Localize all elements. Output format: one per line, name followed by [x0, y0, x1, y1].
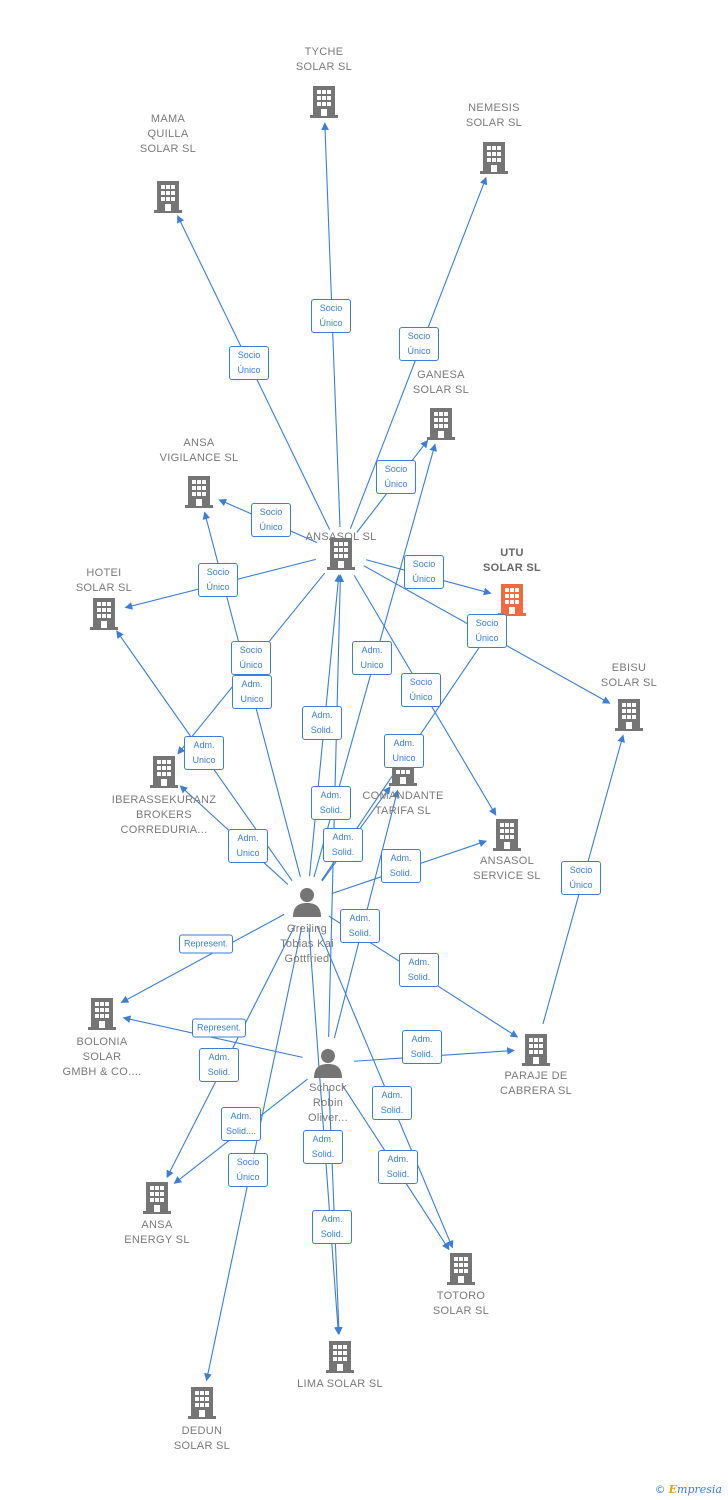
edge-label-ansasol-to-ansaserv: Socio Único	[401, 673, 441, 707]
edge-label-ansasol-to-utu: Socio Único	[404, 555, 444, 589]
edge-label-schock-to-ansaenergy: Adm. Solid....	[220, 1107, 262, 1141]
greiling-person-icon[interactable]	[293, 888, 321, 917]
node-label-nemesis[interactable]: NEMESIS SOLAR SL	[465, 102, 523, 129]
edge-label-greiling-to-ansaenergy: Adm. Solid.	[199, 1048, 239, 1082]
edge-schock-to-bolonia	[122, 1015, 303, 1058]
node-label-hotei[interactable]: HOTEI SOLAR SL	[75, 567, 133, 594]
node-label-mama[interactable]: MAMA QUILLA SOLAR SL	[139, 113, 197, 155]
edge-label-schock-to-lima: Adm. Solid.	[303, 1130, 343, 1164]
edge-label-greiling-to-utu: Adm. Unico	[384, 734, 424, 768]
edge-label-schock-to-bolonia: Represent.	[191, 1018, 247, 1038]
brand-initial: E	[668, 1483, 678, 1496]
nemesis-building-icon[interactable]	[480, 142, 508, 174]
bolonia-building-icon[interactable]	[88, 998, 116, 1030]
node-label-ansasol[interactable]: ANSASOL SL	[305, 531, 377, 543]
brand-name: mpresia	[677, 1483, 722, 1496]
edge-label-greiling-to-ansavig: Adm. Unico	[232, 675, 272, 709]
edge-label-ansasol-to-iberas: Socio Único	[231, 641, 271, 675]
node-label-ganesa[interactable]: GANESA SOLAR SL	[412, 369, 470, 396]
node-label-comandante[interactable]: COMANDANTE TARIFA SL	[362, 790, 444, 817]
edge-label-greiling-to-paraje: Adm. Solid.	[399, 953, 439, 987]
iberas-building-icon[interactable]	[150, 756, 178, 788]
node-label-dedun[interactable]: DEDUN SOLAR SL	[173, 1425, 231, 1452]
edge-label-greiling-to-dedun: Socio Único	[228, 1153, 268, 1187]
node-label-schock[interactable]: Schock Robin Oliver...	[308, 1082, 348, 1124]
mama-building-icon[interactable]	[154, 181, 182, 213]
edge-label-ansasol-to-tyche: Socio Único	[311, 299, 351, 333]
edge-label-greiling-to-bolonia: Represent.	[178, 934, 234, 954]
node-label-lima[interactable]: LIMA SOLAR SL	[297, 1378, 383, 1390]
lima-building-icon[interactable]	[326, 1341, 354, 1373]
node-label-ansaenergy[interactable]: ANSA ENERGY SL	[124, 1219, 190, 1246]
edge-label-ansasol-to-nemesis: Socio Único	[399, 327, 439, 361]
node-label-totoro[interactable]: TOTORO SOLAR SL	[432, 1290, 490, 1317]
edge-label-greiling-to-hotei: Adm. Unico	[184, 736, 224, 770]
edge-label-greiling-to-ansasol: Adm. Solid.	[302, 706, 342, 740]
edge-label-greiling-to-iberas: Adm. Unico	[228, 829, 268, 863]
ansaenergy-building-icon[interactable]	[143, 1182, 171, 1214]
edge-label-schock-to-totoro: Adm. Solid.	[378, 1150, 418, 1184]
node-label-utu[interactable]: UTU SOLAR SL	[482, 547, 542, 574]
empresia-logo[interactable]: ©Empresia	[655, 1483, 722, 1496]
edge-label-schock-to-paraje: Adm. Solid.	[402, 1030, 442, 1064]
paraje-building-icon[interactable]	[522, 1034, 550, 1066]
edge-label-greiling-to-totoro: Adm. Solid.	[372, 1086, 412, 1120]
edge-label-ansasol-to-ansavig: Socio Único	[251, 503, 291, 537]
copyright-symbol: ©	[654, 1483, 666, 1496]
ansaserv-building-icon[interactable]	[493, 819, 521, 851]
edge-label-ansasol-to-mama: Socio Único	[229, 346, 269, 380]
edge-label-ansasol-to-hotei: Socio Único	[198, 563, 238, 597]
edge-label-greiling-to-comandante: Adm. Solid.	[311, 786, 351, 820]
edge-label-greiling-to-lima: Adm. Solid.	[312, 1210, 352, 1244]
ganesa-building-icon[interactable]	[427, 408, 455, 440]
edge-label-ansasol-to-ganesa: Socio Único	[376, 460, 416, 494]
edge-label-paraje-to-ebisu: Socio Único	[561, 861, 601, 895]
node-label-bolonia[interactable]: BOLONIA SOLAR GMBH & CO....	[62, 1036, 142, 1078]
node-label-paraje[interactable]: PARAJE DE CABRERA SL	[499, 1070, 573, 1097]
edge-label-schock-to-comandante: Adm. Solid.	[340, 909, 380, 943]
node-label-ansaserv[interactable]: ANSASOL SERVICE SL	[473, 855, 541, 882]
totoro-building-icon[interactable]	[447, 1253, 475, 1285]
edge-label-ansasol-to-ebisu: Socio Único	[467, 614, 507, 648]
edge-label-schock-to-ansasol: Adm. Solid.	[323, 828, 363, 862]
ansavig-building-icon[interactable]	[185, 476, 213, 508]
node-label-ansavig[interactable]: ANSA VIGILANCE SL	[159, 437, 239, 464]
hotei-building-icon[interactable]	[90, 598, 118, 630]
edge-greiling-to-bolonia	[120, 913, 285, 1004]
node-label-iberas[interactable]: IBERASSEKURANZ BROKERS CORREDURIA...	[111, 794, 217, 836]
edge-label-greiling-to-ganesa: Adm. Unico	[352, 641, 392, 675]
edge-label-greiling-to-ansaserv: Adm. Solid.	[381, 849, 421, 883]
node-label-tyche[interactable]: TYCHE SOLAR SL	[295, 46, 353, 73]
ebisu-building-icon[interactable]	[615, 699, 643, 731]
tyche-building-icon[interactable]	[310, 86, 338, 118]
dedun-building-icon[interactable]	[188, 1387, 216, 1419]
utu-building-icon[interactable]	[498, 584, 526, 616]
node-label-greiling[interactable]: Greiling Tobias Kai Gottfried	[280, 923, 334, 965]
node-label-ebisu[interactable]: EBISU SOLAR SL	[600, 662, 658, 689]
